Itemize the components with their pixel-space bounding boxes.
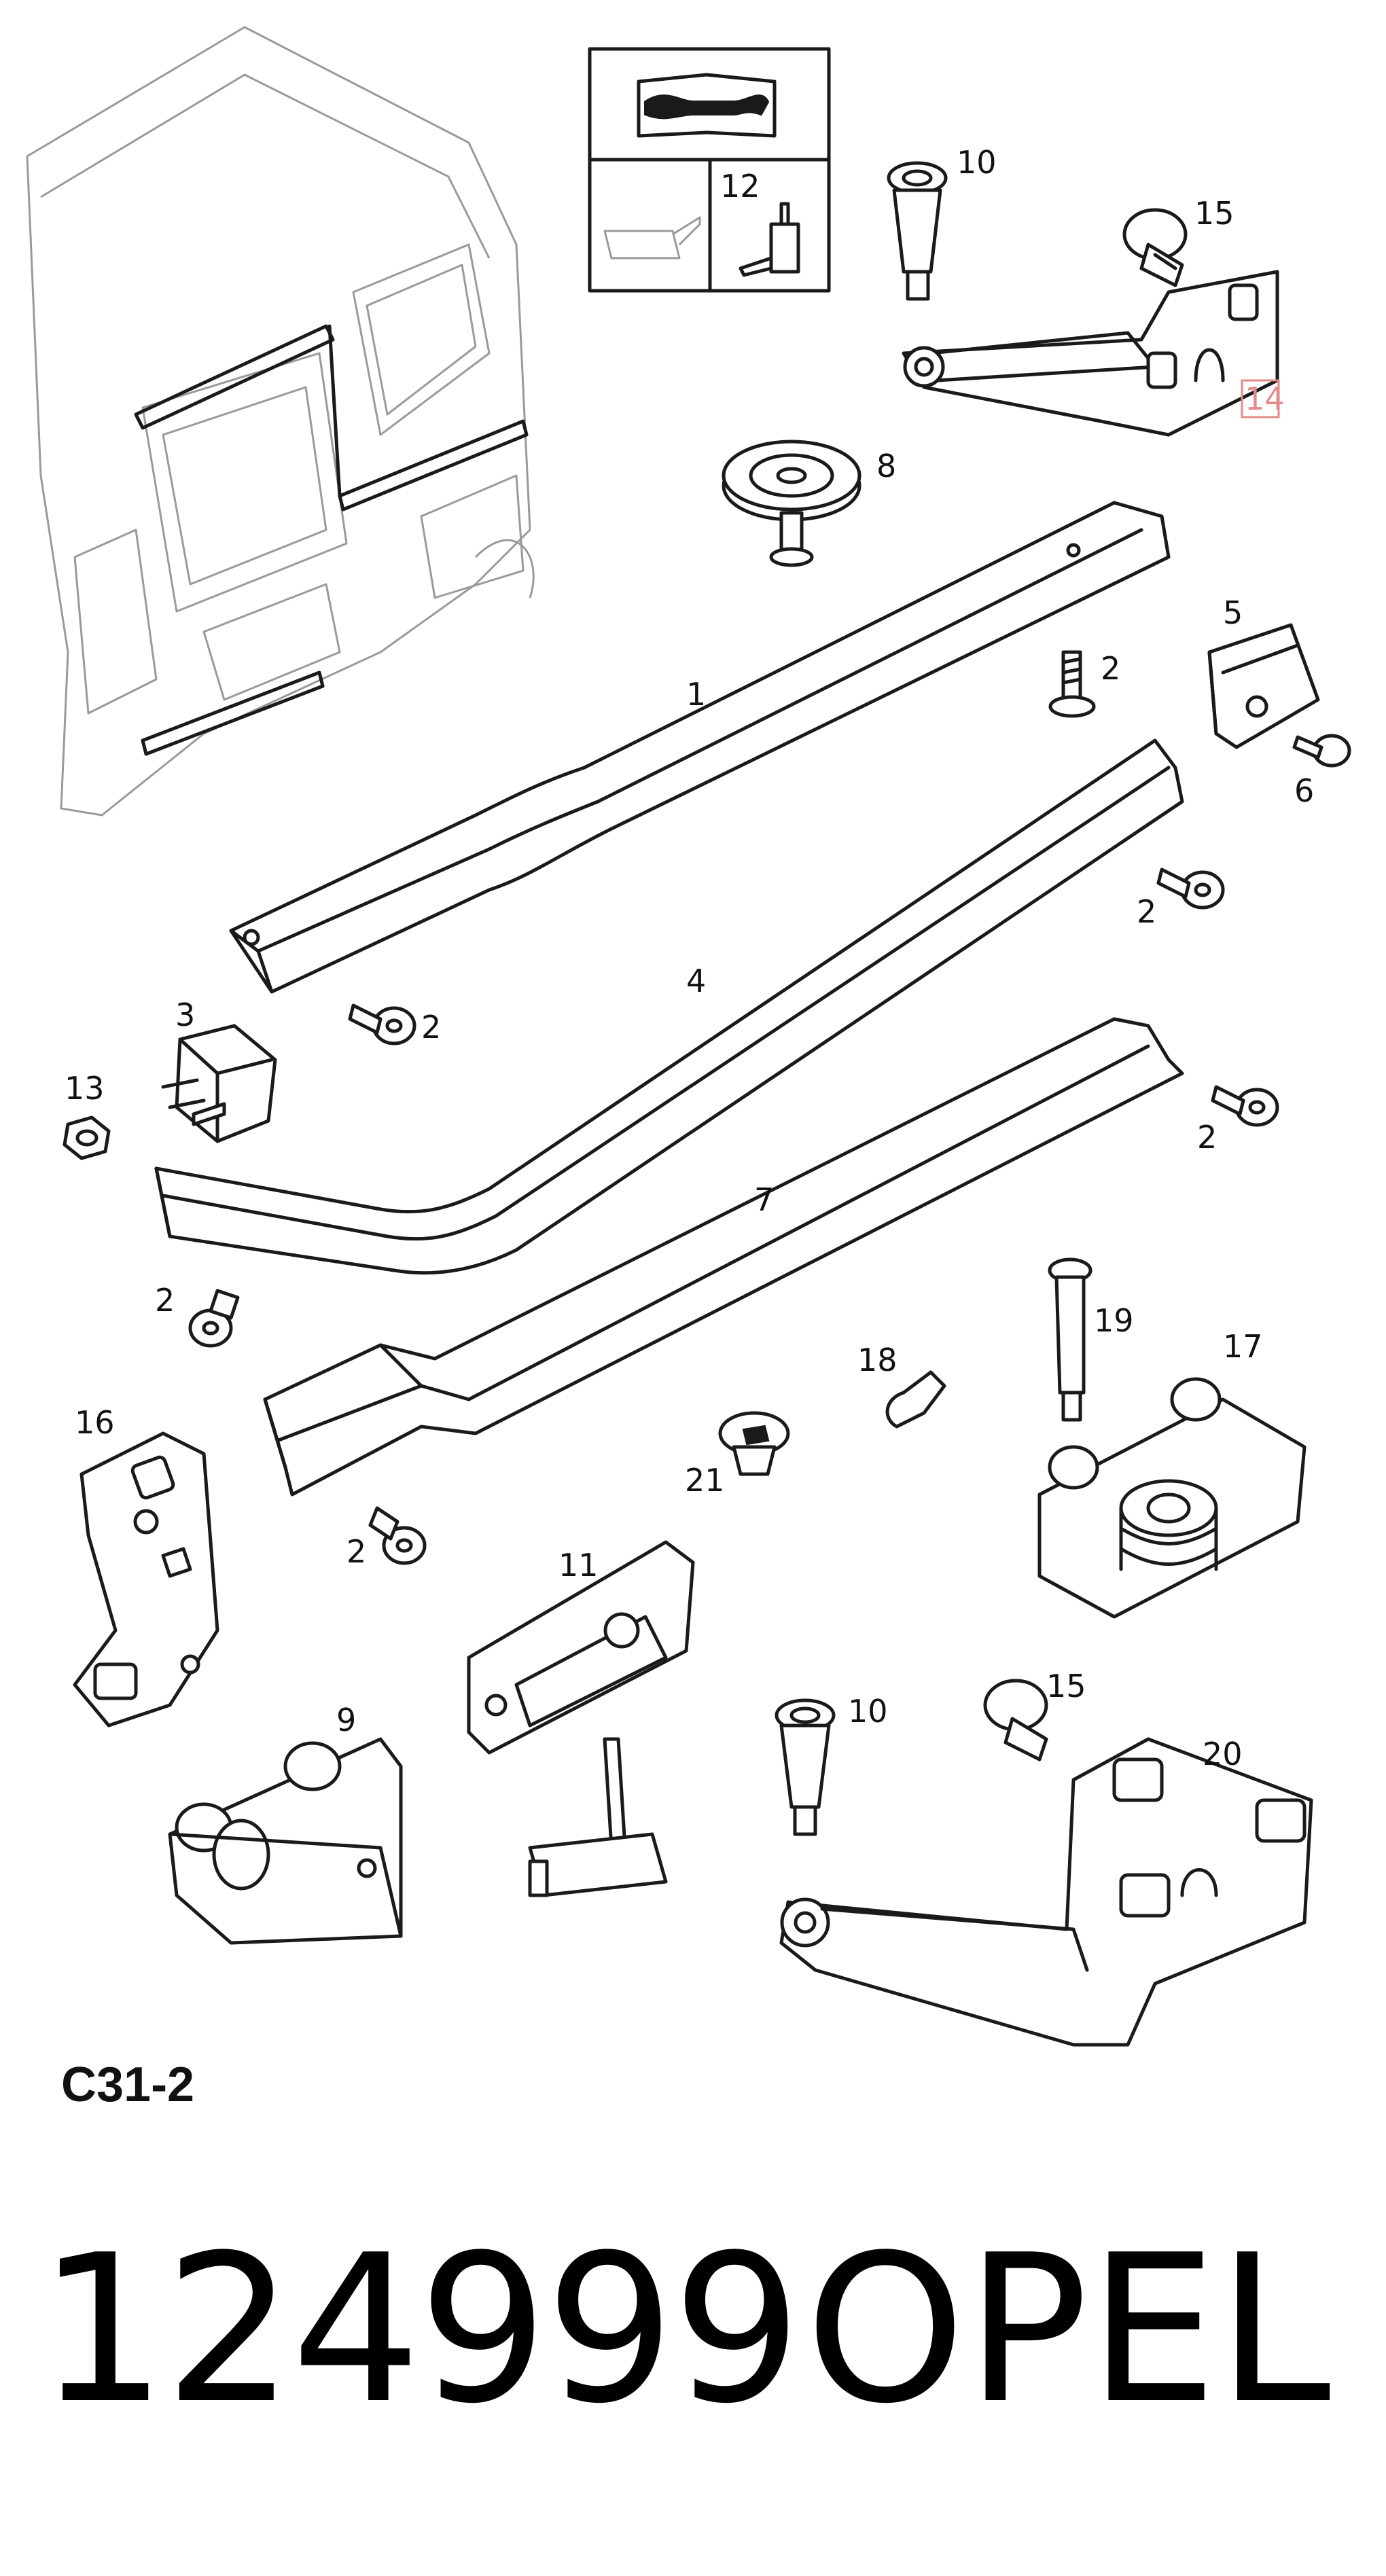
callout-2-d: 2 [1197, 1119, 1217, 1156]
callout-2-c: 2 [421, 1009, 441, 1045]
callout-6: 6 [1294, 772, 1314, 809]
part-14-hinge-bracket [902, 270, 1279, 437]
service-info-box [588, 47, 831, 293]
callout-16: 16 [75, 1404, 115, 1441]
part-5-stopper-bracket [1207, 623, 1320, 749]
part-2-screw-f [368, 1506, 427, 1565]
part-2-screw-a [1048, 650, 1096, 718]
callout-20: 20 [1203, 1736, 1243, 1772]
callout-18: 18 [857, 1342, 898, 1378]
callout-12: 12 [720, 168, 760, 204]
callout-5: 5 [1223, 594, 1243, 631]
part-20-hinge-bracket [779, 1737, 1313, 2047]
part-21-bushing [718, 1411, 790, 1476]
grease-applicator-icon [739, 202, 800, 277]
part-2-screw-b [1156, 867, 1225, 910]
callout-2-f: 2 [346, 1533, 366, 1570]
part-10-pin-bottom [775, 1698, 836, 1836]
oil-can-icon [603, 216, 701, 260]
part-7-lower-rail [263, 1017, 1184, 1497]
part-9-roller-bracket [168, 1737, 403, 1945]
callout-17: 17 [1223, 1328, 1263, 1365]
part-15-bolt-bottom [983, 1679, 1048, 1761]
callout-3: 3 [175, 997, 195, 1033]
part-4-middle-rail [154, 738, 1184, 1275]
part-1-upper-rail [229, 501, 1171, 994]
callout-2-b: 2 [1137, 893, 1156, 930]
part-16-hinge [73, 1431, 219, 1728]
part-6-screw [1292, 734, 1351, 768]
manual-wrench-icon [637, 73, 777, 138]
part-2-screw-d [1211, 1085, 1279, 1127]
brand-name: OPEL [805, 2211, 1331, 2448]
vehicle-body-illustration [26, 26, 535, 817]
part-13-nut [63, 1115, 111, 1160]
callout-7: 7 [754, 1181, 774, 1218]
part-2-screw-e [188, 1289, 240, 1348]
part-3-bumper-block [161, 1024, 277, 1143]
part-10-pin-top [887, 161, 948, 301]
callout-19: 19 [1094, 1302, 1134, 1339]
callout-13: 13 [65, 1070, 105, 1107]
callout-10-bottom: 10 [848, 1693, 888, 1730]
callout-15-top: 15 [1194, 195, 1234, 232]
callout-4: 4 [686, 963, 706, 999]
callout-14-highlight-box [1241, 379, 1280, 418]
part-18-clip [885, 1370, 946, 1429]
callout-1: 1 [686, 676, 706, 713]
part-11-check-strap [467, 1540, 695, 1897]
part-8-grommet [722, 440, 861, 567]
callout-8: 8 [876, 448, 896, 484]
part-15-bolt-top [1122, 208, 1188, 287]
callout-21: 21 [685, 1462, 725, 1499]
callout-11: 11 [558, 1547, 599, 1584]
callout-9: 9 [336, 1702, 356, 1738]
callout-14: 14 [1245, 380, 1285, 417]
part-19-pin [1048, 1257, 1092, 1422]
part-17-roller-assembly [1037, 1377, 1307, 1619]
callout-2-a: 2 [1101, 650, 1120, 687]
section-code: C31-2 [61, 2058, 195, 2112]
callout-2-e: 2 [155, 1282, 175, 1319]
callout-15-bottom: 15 [1046, 1668, 1086, 1704]
part-number: 124999 [37, 2211, 802, 2448]
part-2-screw-c [348, 1003, 416, 1045]
callout-10-top: 10 [957, 144, 997, 181]
